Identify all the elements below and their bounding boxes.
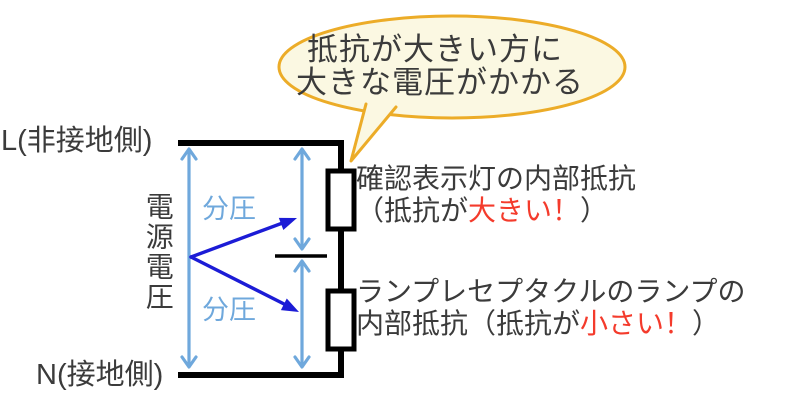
annotation-resistor-lower: ランプレセプタクルのランプの 内部抵抗（抵抗が小さい！） xyxy=(356,276,745,340)
circuit-wire xyxy=(178,140,344,378)
label-source-voltage: 電源電圧 xyxy=(142,192,174,312)
annotation-resistor-upper: 確認表示灯の内部抵抗 （抵抗が大きい！） xyxy=(356,163,636,227)
resistor-upper xyxy=(325,168,357,232)
annotation-lower-line1: ランプレセプタクルのランプの xyxy=(356,276,746,307)
arrowhead-down-icon xyxy=(180,355,198,369)
divider-pointer-arrows xyxy=(189,217,299,312)
label-line-n: N(接地側) xyxy=(36,359,164,391)
label-divided-lower: 分圧 xyxy=(202,295,256,325)
arrowhead-up-icon xyxy=(180,147,198,161)
arrowhead-up-icon xyxy=(293,147,311,161)
arrowhead-down-icon xyxy=(293,355,311,369)
resistor-lower xyxy=(325,288,357,352)
highlight-small: 小さい！ xyxy=(580,308,693,339)
speech-bubble xyxy=(277,14,627,163)
annotation-lower-line2: 内部抵抗（抵抗が小さい！） xyxy=(356,308,721,339)
label-divided-upper: 分圧 xyxy=(202,194,256,224)
arrowhead-up-icon xyxy=(293,259,311,273)
speech-bubble-tail xyxy=(349,102,398,163)
bubble-text-line2: 大きな電圧がかかる xyxy=(296,65,584,100)
annotation-upper-line1: 確認表示灯の内部抵抗 xyxy=(356,163,637,194)
speech-bubble-body xyxy=(277,14,627,120)
pointer-arrowhead-upper-icon xyxy=(278,217,297,231)
source-voltage-arrow xyxy=(180,147,198,369)
annotation-upper-line2: （抵抗が大きい！） xyxy=(356,195,609,226)
arrowhead-down-icon xyxy=(293,237,311,251)
upper-voltage-arrow xyxy=(293,147,311,251)
label-line-l: L(非接地側) xyxy=(1,125,153,157)
bubble-text-line1: 抵抗が大きい方に xyxy=(307,32,563,67)
highlight-large: 大きい！ xyxy=(468,195,581,226)
pointer-arrowhead-lower-icon xyxy=(280,298,299,312)
lower-voltage-arrow xyxy=(293,259,311,369)
